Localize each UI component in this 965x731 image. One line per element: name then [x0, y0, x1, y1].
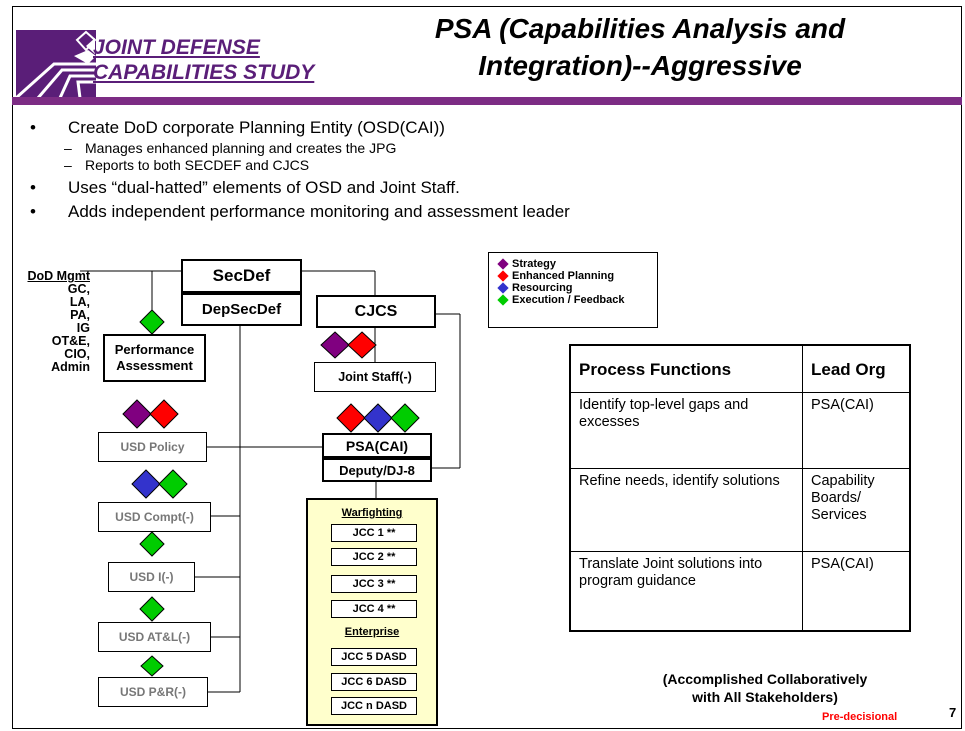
slide-frame — [12, 6, 962, 729]
legend-item-strategy: Strategy — [497, 258, 657, 270]
usd-i-box: USD I(-) — [108, 562, 195, 592]
jcc-4-box: JCC 4 ** — [331, 600, 417, 618]
usd-atl-box: USD AT&L(-) — [98, 622, 211, 652]
performance-assessment-box: Performance Assessment — [103, 334, 206, 382]
title-line-1: PSA (Capabilities Analysis and — [434, 13, 846, 44]
depsecdef-box: DepSecDef — [181, 293, 302, 326]
cjcs-box: CJCS — [316, 295, 436, 328]
logo-star-icon — [75, 30, 97, 52]
logo-line-2: CAPABILITIES STUDY — [93, 61, 315, 84]
usd-policy-box: USD Policy — [98, 432, 207, 462]
table-row: Identify top-level gaps and excesses PSA… — [569, 392, 911, 469]
joint-staff-box: Joint Staff(-) — [314, 362, 436, 392]
title-divider — [12, 97, 962, 105]
psa-cai-box: PSA(CAI) — [322, 433, 432, 458]
page-number: 7 — [949, 705, 957, 720]
dod-mgmt-list: DoD Mgmt GC, LA, PA, IG OT&E, CIO, Admin — [20, 269, 91, 374]
warfighting-heading: Warfighting — [341, 507, 403, 519]
usd-compt-box: USD Compt(-) — [98, 502, 211, 532]
sub-bullet-item: –Manages enhanced planning and creates t… — [64, 140, 397, 156]
table-row: Translate Joint solutions into program g… — [569, 551, 911, 632]
process-functions-table: Process Functions Lead Org Identify top-… — [569, 344, 911, 632]
diamond-icon — [497, 294, 509, 306]
bullet-item: •Uses “dual-hatted” elements of OSD and … — [30, 178, 460, 197]
deputy-dj8-box: Deputy/DJ-8 — [322, 458, 432, 482]
jcc-3-box: JCC 3 ** — [331, 575, 417, 593]
logo-line-1: JOINT DEFENSE — [93, 36, 260, 59]
bullet-list: •Create DoD corporate Planning Entity (O… — [30, 118, 570, 222]
jcc-5-box: JCC 5 DASD — [331, 648, 417, 666]
table-header-row: Process Functions Lead Org — [569, 344, 911, 393]
usd-pr-box: USD P&R(-) — [98, 677, 208, 707]
secdef-box: SecDef — [181, 259, 302, 293]
collaboration-note: (Accomplished Collaboratively with All S… — [662, 671, 868, 705]
diamond-icon — [497, 270, 509, 282]
bullet-item: •Create DoD corporate Planning Entity (O… — [30, 118, 445, 137]
jdcs-logo — [16, 30, 96, 98]
predecisional-label: Pre-decisional — [822, 711, 898, 723]
diamond-icon — [497, 258, 509, 270]
slide-title: PSA (Capabilities Analysis and Integrati… — [360, 10, 920, 84]
column-header-lead: Lead Org — [802, 344, 911, 393]
dod-mgmt-heading: DoD Mgmt — [27, 269, 91, 283]
legend-item-resourcing: Resourcing — [497, 282, 657, 294]
title-line-2: Integration)--Aggressive — [478, 50, 802, 81]
diamond-icon — [497, 282, 509, 294]
jcc-2-box: JCC 2 ** — [331, 548, 417, 566]
jcc-n-box: JCC n DASD — [331, 697, 417, 715]
jcc-1-box: JCC 1 ** — [331, 524, 417, 542]
legend: Strategy Enhanced Planning Resourcing Ex… — [488, 252, 658, 328]
bullet-item: •Adds independent performance monitoring… — [30, 202, 570, 221]
column-header-process: Process Functions — [569, 344, 803, 393]
table-row: Refine needs, identify solutions Capabil… — [569, 468, 911, 552]
jcc-6-box: JCC 6 DASD — [331, 673, 417, 691]
enterprise-heading: Enterprise — [344, 626, 400, 638]
legend-item-execution-feedback: Execution / Feedback — [497, 294, 657, 306]
logo-text: JOINT DEFENSE CAPABILITIES STUDY — [93, 35, 314, 85]
legend-item-enhanced-planning: Enhanced Planning — [497, 270, 657, 282]
sub-bullet-item: –Reports to both SECDEF and CJCS — [64, 157, 310, 173]
